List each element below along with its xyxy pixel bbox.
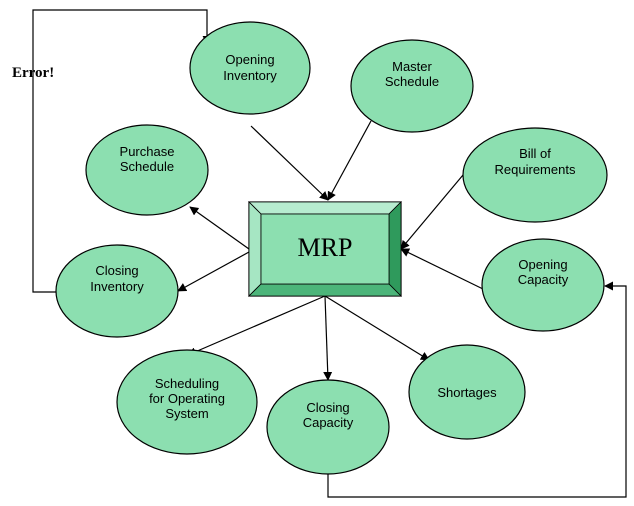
node-label: Closing [95, 263, 138, 278]
arrow-master-schedule-to-mrp [327, 120, 372, 201]
node-label: Master [392, 59, 432, 74]
node-opening-inventory: Opening Inventory [189, 21, 311, 115]
svg-text:for Operating: for Operating [149, 391, 225, 406]
node-label: Schedule [385, 74, 439, 89]
svg-text:Scheduling: Scheduling [155, 376, 219, 391]
svg-text:Closing: Closing [95, 263, 138, 278]
node-label: Capacity [518, 272, 569, 287]
svg-text:Shortages: Shortages [437, 385, 497, 400]
node-label: Shortages [437, 385, 497, 400]
node-opening-capacity: Opening Capacity [481, 238, 605, 332]
svg-text:Capacity: Capacity [303, 415, 354, 430]
node-label: Inventory [90, 279, 144, 294]
node-purchase-schedule: Purchase Schedule [85, 124, 209, 216]
svg-text:System: System [165, 406, 208, 421]
node-label: Opening [225, 52, 274, 67]
svg-text:Requirements: Requirements [495, 162, 576, 177]
svg-text:Purchase: Purchase [120, 144, 175, 159]
node-label: Purchase [120, 144, 175, 159]
node-label: Scheduling [155, 376, 219, 391]
node-closing-capacity: Closing Capacity [266, 379, 390, 475]
node-bill-of-requirements: Bill of Requirements [462, 127, 608, 223]
svg-text:Closing: Closing [306, 400, 349, 415]
node-closing-inventory: Closing Inventory [55, 244, 179, 338]
arrow-mrp-to-shortages [324, 295, 430, 361]
node-master-schedule: Master Schedule [350, 39, 474, 133]
node-label: Inventory [223, 68, 277, 83]
node-label: for Operating [149, 391, 225, 406]
svg-text:Opening: Opening [518, 257, 567, 272]
arrow-opening-capacity-to-mrp [400, 248, 484, 290]
arrow-opening-inventory-to-mrp [250, 125, 329, 201]
node-label: Requirements [495, 162, 576, 177]
mrp-box: MRP [248, 201, 402, 297]
node-label: Opening [518, 257, 567, 272]
node-label: System [165, 406, 208, 421]
node-label: Capacity [303, 415, 354, 430]
svg-text:Inventory: Inventory [90, 279, 144, 294]
arrow-bill-to-mrp [400, 174, 464, 250]
error-feedback-line [32, 9, 212, 293]
error-label: Error! [12, 65, 54, 81]
capacity-feedback-line [327, 281, 627, 498]
svg-text:Capacity: Capacity [518, 272, 569, 287]
svg-text:Inventory: Inventory [223, 68, 277, 83]
svg-text:Bill of: Bill of [519, 146, 551, 161]
mrp-label: MRP [298, 233, 353, 262]
svg-text:Schedule: Schedule [120, 159, 174, 174]
node-scheduling: Scheduling for Operating System [116, 349, 258, 455]
arrow-mrp-to-closing-inventory [177, 251, 250, 292]
node-label: Bill of [519, 146, 551, 161]
arrow-mrp-to-closing-capacity [323, 295, 333, 381]
arrow-mrp-to-scheduling [187, 295, 326, 356]
node-label: Schedule [120, 159, 174, 174]
svg-text:Opening: Opening [225, 52, 274, 67]
arrow-mrp-to-purchase [189, 206, 250, 250]
svg-text:Master: Master [392, 59, 432, 74]
node-shortages: Shortages [408, 344, 526, 440]
node-label: Closing [306, 400, 349, 415]
svg-text:Schedule: Schedule [385, 74, 439, 89]
